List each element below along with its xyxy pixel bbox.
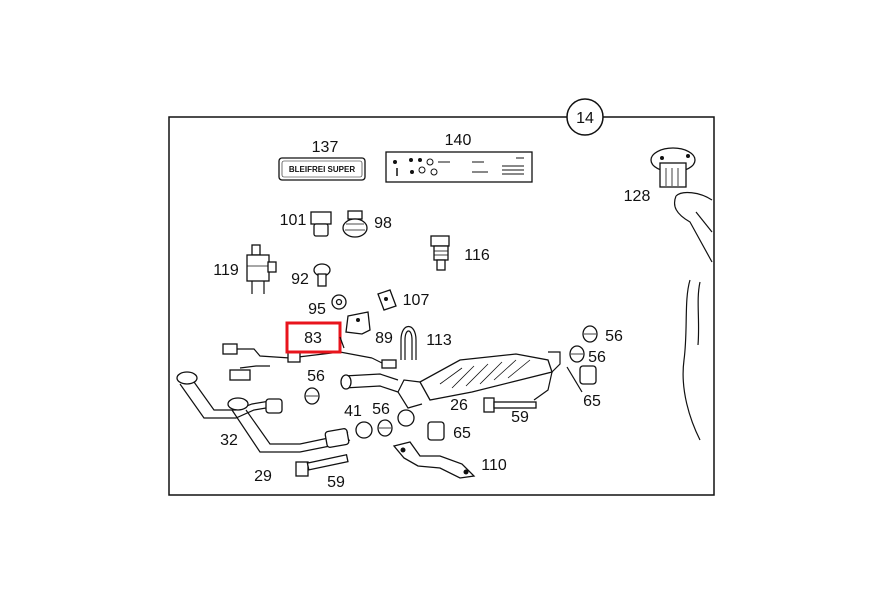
callout-56-a: 56: [605, 328, 623, 345]
part-56-bushing-d: [377, 419, 393, 437]
part-56-bushing-b: [569, 345, 585, 363]
part-41-bushing: [355, 421, 373, 439]
callout-113: 113: [426, 332, 452, 349]
part-116-valve: [430, 235, 450, 271]
callout-92: 92: [291, 271, 309, 288]
part-128-connector: [650, 147, 696, 188]
callout-56-b: 56: [588, 349, 606, 366]
part-59-bolt-b: [295, 453, 349, 477]
part-bushing-mid: [397, 409, 415, 427]
part-110-bracket: [392, 441, 476, 479]
callout-29: 29: [254, 468, 272, 485]
part-119-switch-valve: [246, 244, 277, 294]
callout-26: 26: [450, 397, 468, 414]
right-exhaust-pipe: [673, 191, 713, 441]
part-29-front-pipe: [227, 397, 351, 453]
callout-116: 116: [464, 247, 490, 264]
diagram-frame: [168, 116, 715, 496]
part-95-washer: [331, 294, 347, 310]
callout-128: 128: [624, 188, 651, 205]
callout-140: 140: [445, 132, 472, 149]
part-107-bracket: [377, 289, 397, 311]
plate-text: BLEIFREI SUPER: [289, 165, 355, 174]
part-26-catalytic-converter: [340, 351, 561, 409]
part-59-bolt-a: [483, 397, 537, 413]
callout-65-b: 65: [453, 425, 471, 442]
part-92-bolt: [313, 263, 331, 287]
part-65-nut-a: [579, 365, 597, 385]
callout-110: 110: [481, 457, 507, 474]
part-113-u-bolt: [400, 325, 417, 360]
callout-59-a: 59: [511, 409, 529, 426]
callout-56-c: 56: [307, 368, 325, 385]
callout-98: 98: [374, 215, 392, 232]
part-98-valve: [342, 210, 368, 238]
part-89-bracket: [345, 311, 371, 335]
part-140-info-plate: [385, 151, 533, 183]
callout-101: 101: [280, 212, 307, 229]
part-101-rubber-mount: [310, 211, 332, 237]
callout-59-b: 59: [327, 474, 345, 491]
callout-83: 83: [304, 330, 322, 347]
part-65-nut-b: [427, 421, 445, 441]
leader-lines: [339, 336, 583, 393]
part-137-fuel-plate: BLEIFREI SUPER: [278, 157, 366, 181]
callout-65-a: 65: [583, 393, 601, 410]
callout-32: 32: [220, 432, 238, 449]
sheet-number: 14: [576, 110, 594, 127]
callout-89: 89: [375, 330, 393, 347]
callout-41: 41: [344, 403, 362, 420]
callout-107: 107: [403, 292, 430, 309]
part-56-bushing-c: [304, 387, 320, 405]
part-56-bushing-a: [582, 325, 598, 343]
part-83-oxygen-sensor: [222, 343, 397, 381]
callout-137: 137: [312, 139, 339, 156]
callout-119: 119: [213, 262, 239, 279]
callout-56-d: 56: [372, 401, 390, 418]
callout-95: 95: [308, 301, 326, 318]
sheet-number-badge: 14: [566, 98, 604, 136]
